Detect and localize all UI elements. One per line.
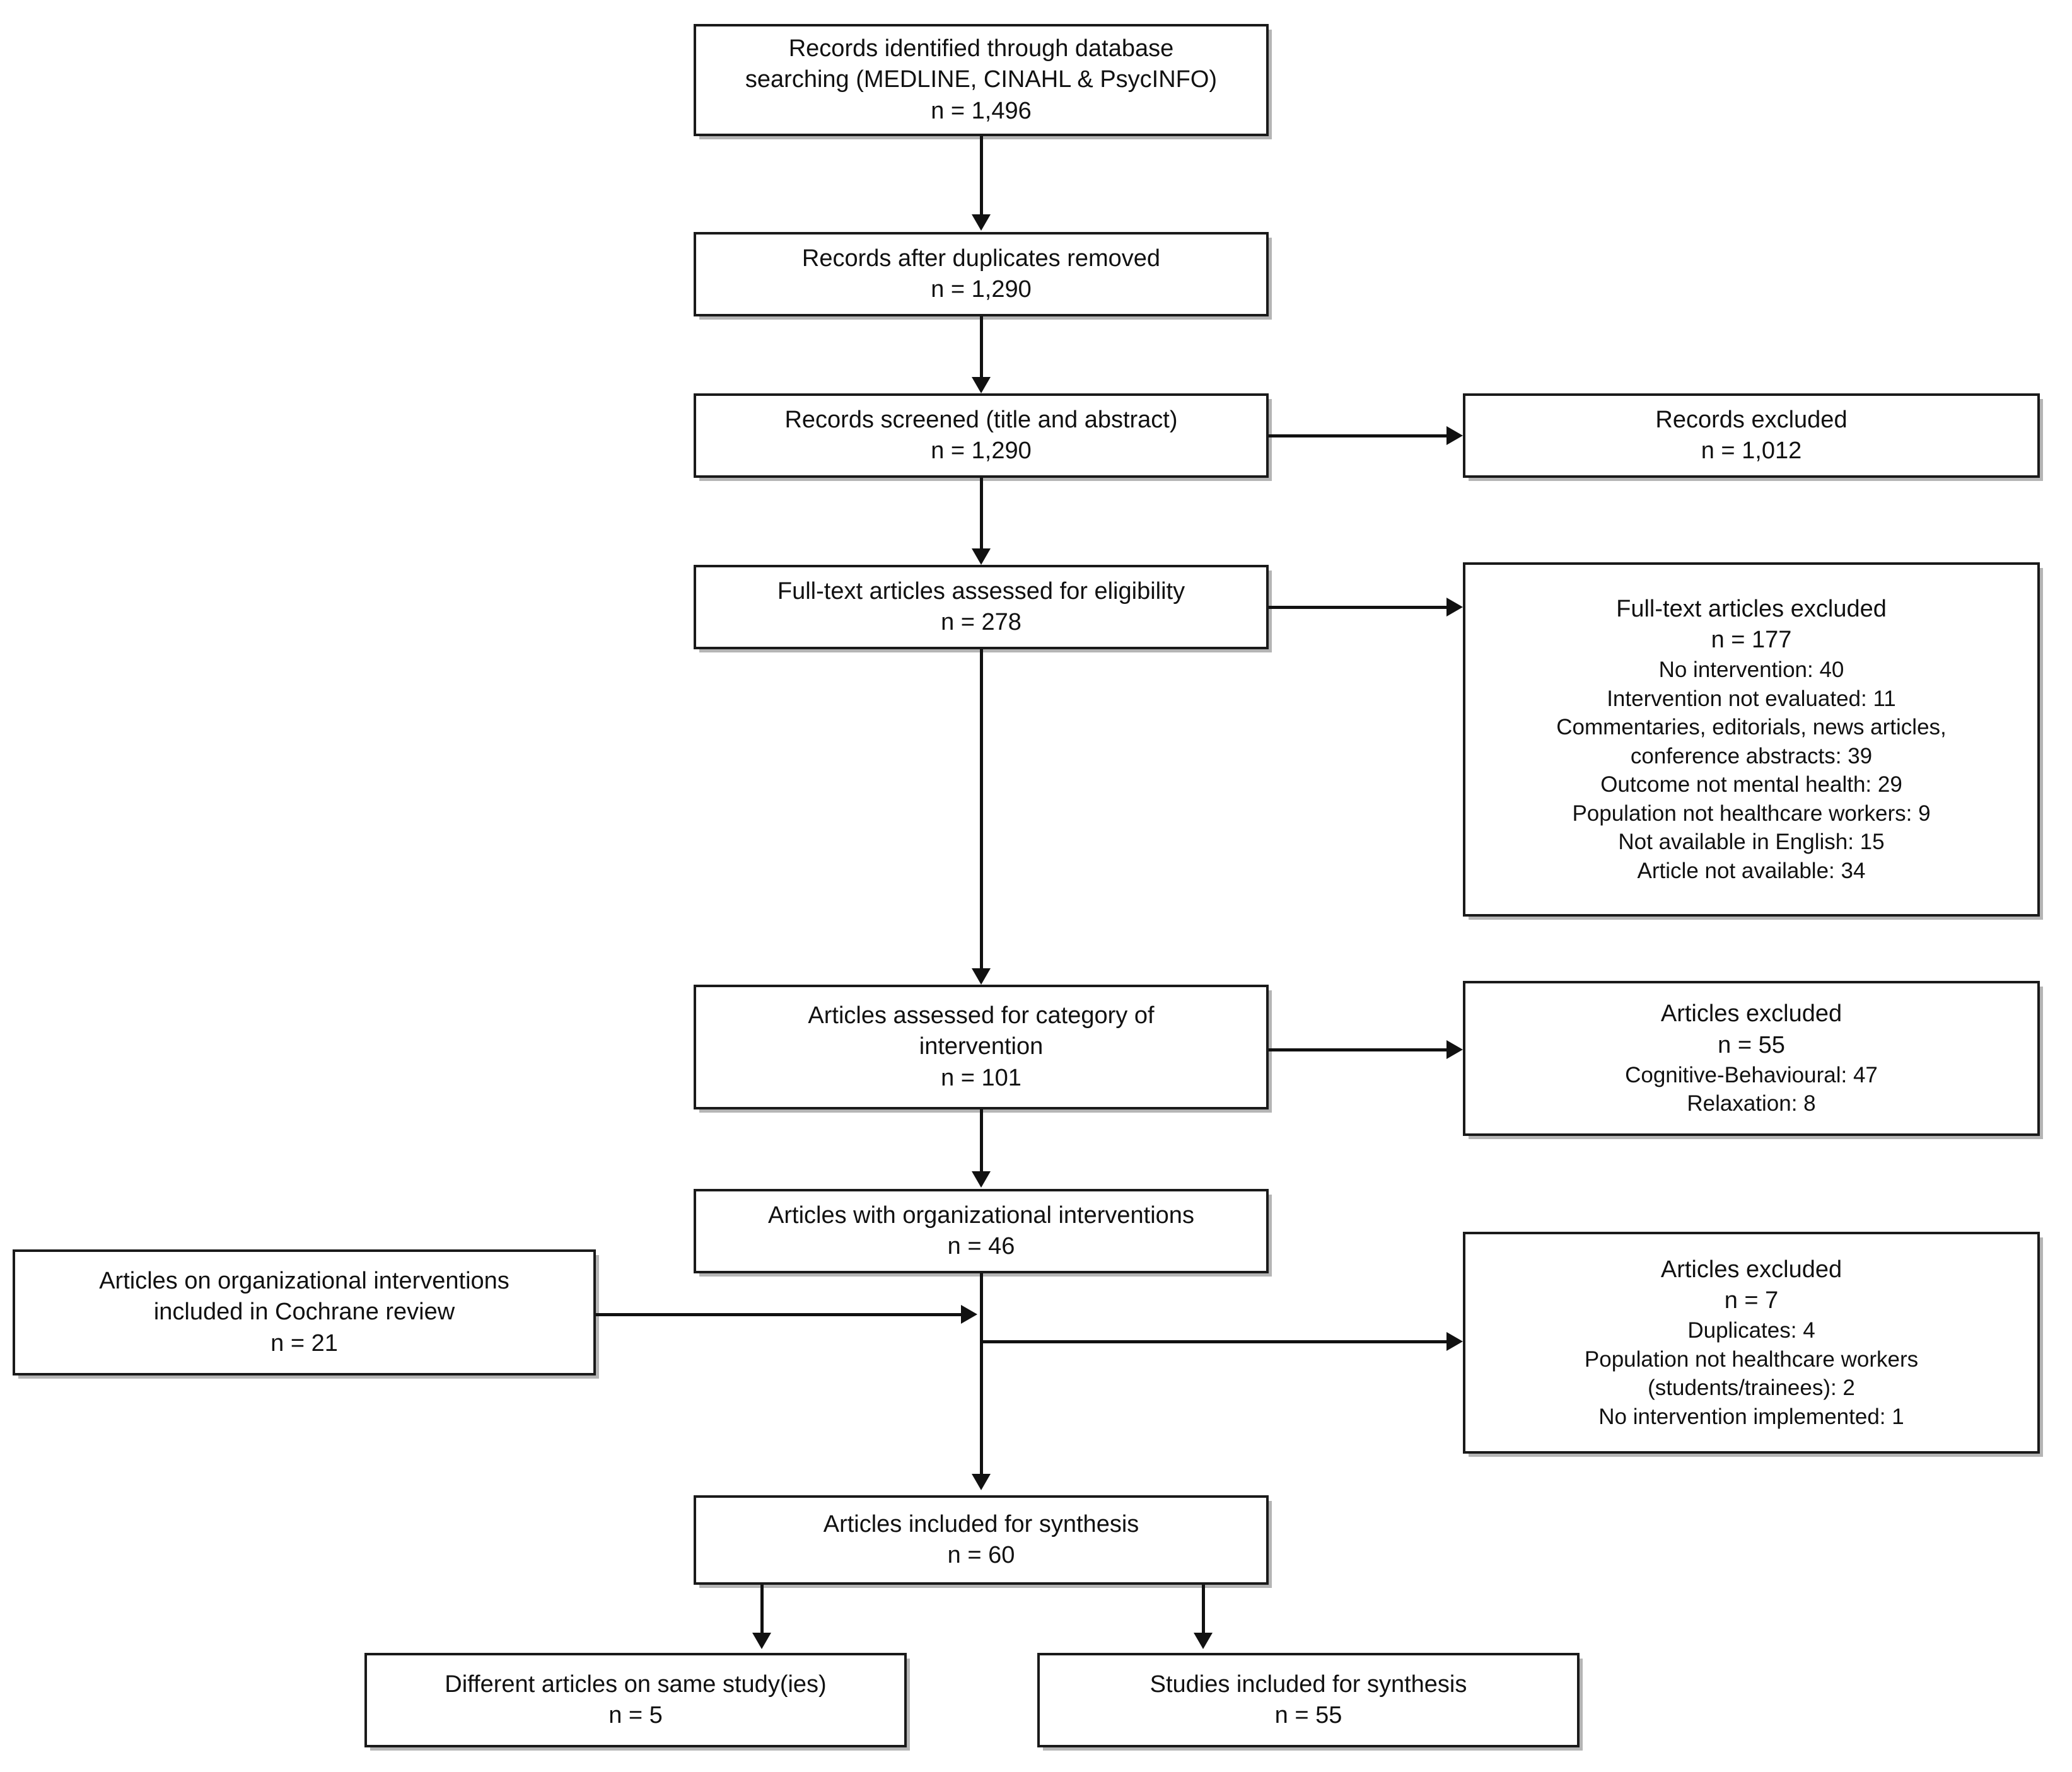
box-line: n = 101 [941,1064,1021,1091]
box-line: n = 60 [947,1542,1015,1568]
box-line: n = 1,290 [931,276,1032,303]
box-line: Population not healthcare workers: 9 [1572,801,1931,826]
box-articles-excluded-55: Articles excluded n = 55 Cognitive-Behav… [1463,981,2040,1136]
connector-screened-to-records-excluded [1269,434,1450,437]
box-line: n = 278 [941,609,1021,635]
box-line: Different articles on same study(ies) [445,1671,827,1698]
box-line: conference abstracts: 39 [1630,743,1873,768]
box-line: Relaxation: 8 [1687,1091,1816,1116]
box-organizational-interventions: Articles with organizational interventio… [694,1189,1269,1273]
connector-trunk-to-excluded-7 [980,1340,1450,1343]
box-line: n = 1,496 [931,97,1032,124]
box-line: n = 1,012 [1701,437,1802,464]
arrowhead-down-category [972,968,991,985]
connector-cochrane-to-trunk [596,1313,964,1316]
box-line: n = 46 [947,1233,1015,1260]
connector-category-to-organizational [980,1109,983,1173]
box-cochrane-review: Articles on organizational interventions… [13,1249,596,1375]
box-records-after-duplicates: Records after duplicates removed n = 1,2… [694,232,1269,316]
box-line: included in Cochrane review [153,1299,455,1326]
box-line: Full-text articles assessed for eligibil… [777,577,1185,605]
box-records-identified: Records identified through database sear… [694,24,1269,136]
box-line: Articles assessed for category of [808,1002,1155,1029]
box-line: n = 177 [1711,627,1792,653]
box-line: Records excluded [1655,406,1848,433]
box-line: Commentaries, editorials, news articles, [1556,715,1947,740]
box-line: Records screened (title and abstract) [784,406,1178,433]
arrowhead-down-screened [972,377,991,393]
arrowhead-down-studies-included [1194,1633,1213,1649]
arrowhead-down-organizational [972,1171,991,1188]
box-articles-excluded-7: Articles excluded n = 7 Duplicates: 4 Po… [1463,1232,2040,1454]
box-line: Article not available: 34 [1637,858,1866,883]
box-line: Articles on organizational interventions [99,1267,509,1294]
box-line: Articles excluded [1660,1000,1842,1028]
box-line: n = 7 [1724,1287,1779,1314]
box-line: Articles excluded [1660,1256,1842,1283]
arrowhead-down-fulltext [972,548,991,565]
connector-identified-to-duplicates [980,136,983,216]
arrowhead-right-excluded-55 [1446,1040,1463,1059]
connector-duplicates-to-screened [980,316,983,379]
connector-included-to-same-study [760,1585,764,1634]
box-line: n = 55 [1274,1702,1342,1729]
arrowhead-down-duplicates [972,214,991,231]
box-line: Articles included for synthesis [823,1510,1139,1537]
box-line: Duplicates: 4 [1687,1318,1815,1343]
arrowhead-right-records-excluded [1446,426,1463,445]
arrowhead-down-same-study [752,1633,771,1649]
connector-included-to-studies-included [1202,1585,1205,1634]
box-line: Full-text articles excluded [1616,595,1887,622]
box-fulltext-assessed: Full-text articles assessed for eligibil… [694,565,1269,649]
connector-category-to-excluded-55 [1269,1048,1450,1051]
box-line: No intervention implemented: 1 [1598,1404,1904,1429]
box-line: Articles with organizational interventio… [768,1202,1194,1229]
box-line: Population not healthcare workers [1584,1346,1919,1372]
box-line: searching (MEDLINE, CINAHL & PsycINFO) [745,66,1218,93]
box-line: n = 1,290 [931,437,1032,464]
box-line: Not available in English: 15 [1618,830,1885,855]
box-line: intervention [919,1033,1044,1060]
box-line: Cognitive-Behavioural: 47 [1625,1062,1878,1087]
box-records-excluded: Records excluded n = 1,012 [1463,393,2040,478]
arrowhead-right-excluded-7 [1446,1332,1463,1351]
connector-screened-to-fulltext [980,478,983,550]
box-line: Studies included for synthesis [1149,1671,1467,1698]
box-line: (students/trainees): 2 [1648,1375,1855,1401]
box-line: n = 55 [1718,1031,1785,1058]
box-records-screened: Records screened (title and abstract) n … [694,393,1269,478]
arrowhead-right-trunk-merge [961,1305,977,1324]
box-line: Records identified through database [788,35,1174,62]
box-line: n = 5 [608,1702,663,1729]
box-articles-included-synthesis: Articles included for synthesis n = 60 [694,1495,1269,1585]
box-line: Outcome not mental health: 29 [1600,772,1902,797]
connector-fulltext-to-category [980,649,983,970]
box-different-articles-same-study: Different articles on same study(ies) n … [364,1653,907,1747]
box-line: No intervention: 40 [1658,657,1844,683]
arrowhead-down-included-synthesis [972,1474,991,1490]
box-category-assessed: Articles assessed for category of interv… [694,985,1269,1109]
box-fulltext-excluded: Full-text articles excluded n = 177 No i… [1463,562,2040,917]
box-line: n = 21 [271,1329,338,1357]
arrowhead-right-fulltext-excluded [1446,598,1463,617]
box-line: Records after duplicates removed [801,245,1161,272]
connector-organizational-to-included [980,1273,983,1475]
box-studies-included-synthesis: Studies included for synthesis n = 55 [1037,1653,1580,1747]
box-line: Intervention not evaluated: 11 [1607,686,1896,711]
connector-fulltext-to-fulltext-excluded [1269,606,1450,609]
